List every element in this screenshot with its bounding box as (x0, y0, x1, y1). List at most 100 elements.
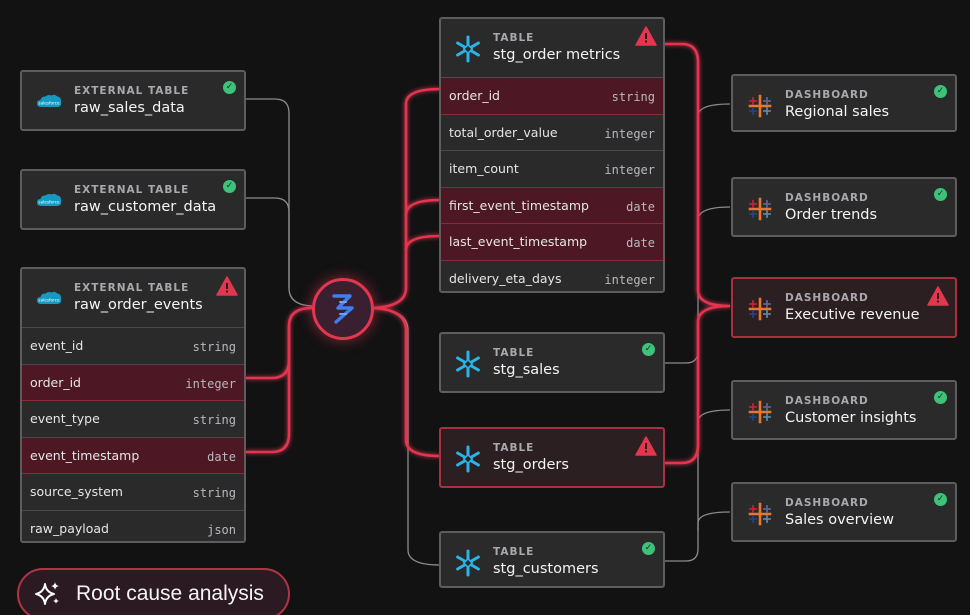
link-stg-customers-insights (664, 409, 731, 562)
tableau-icon (748, 197, 772, 221)
column-type: integer (604, 272, 655, 287)
link-raw-customer-hub (245, 197, 290, 288)
column-row[interactable]: last_event_timestamp date (441, 224, 663, 261)
link-order-id-hub (246, 306, 313, 380)
column-type: string (192, 486, 236, 500)
node-title: Regional sales (785, 104, 890, 120)
column-name: order_id (30, 374, 81, 390)
node-stg-sales[interactable]: Table stg_sales ✓ (439, 332, 665, 393)
column-name: last_event_timestamp (449, 234, 588, 249)
snowflake-icon (456, 350, 480, 378)
node-dash-customer-insights[interactable]: Dashboard Customer insights ✓ (731, 380, 957, 440)
column-row[interactable]: total_order_value integer (441, 115, 663, 151)
node-type-label: Table (493, 347, 535, 359)
column-name: total_order_value (449, 124, 558, 140)
column-type: json (207, 522, 236, 537)
node-type-label: External table (74, 85, 190, 97)
check-icon: ✓ (642, 542, 655, 555)
column-type: date (626, 199, 655, 214)
node-type-label: Table (493, 546, 535, 558)
column-row[interactable]: order_id integer (22, 364, 244, 401)
node-dash-executive-revenue[interactable]: Dashboard Executive revenue (731, 277, 957, 338)
sparkle-icon (35, 582, 59, 605)
node-raw-sales-data[interactable]: salesforce External table raw_sales_data… (20, 70, 246, 131)
column-row[interactable]: event_timestamp date (22, 437, 244, 474)
transform-hub-icon (332, 294, 354, 324)
check-icon: ✓ (934, 391, 947, 404)
column-row[interactable]: event_type string (22, 401, 244, 438)
column-name: event_timestamp (30, 447, 140, 463)
column-name: raw_payload (30, 520, 109, 536)
node-stg-orders[interactable]: Table stg_orders (439, 427, 665, 488)
column-type: string (192, 413, 236, 427)
column-row[interactable]: event_id string (22, 328, 244, 365)
link-hub-stg-orders (373, 306, 441, 458)
node-type-label: Dashboard (785, 497, 869, 509)
check-icon: ✓ (934, 188, 947, 201)
warning-icon (635, 26, 657, 46)
column-type: integer (185, 376, 236, 391)
node-type-label: Dashboard (785, 89, 869, 101)
column-type: date (626, 236, 655, 250)
node-dash-order-trends[interactable]: Dashboard Order trends ✓ (731, 177, 957, 237)
node-stg-customers[interactable]: Table stg_customers ✓ (439, 531, 665, 588)
node-title: stg_orders (493, 457, 569, 473)
link-stg-sales-trends (697, 206, 731, 230)
node-type-label: Table (493, 32, 535, 44)
column-row[interactable]: order_id string (441, 78, 663, 115)
check-icon: ✓ (223, 81, 236, 94)
node-title: stg_customers (493, 561, 599, 577)
column-name: event_id (30, 338, 84, 353)
node-dash-regional-sales[interactable]: Dashboard Regional sales ✓ (731, 74, 957, 132)
node-title: raw_order_events (74, 297, 203, 313)
column-name: source_system (30, 484, 123, 499)
link-hub-metrics-last-ts (404, 234, 441, 251)
svg-text:salesforce: salesforce (38, 101, 60, 106)
link-event-ts-hub (246, 326, 291, 454)
svg-text:salesforce: salesforce (38, 298, 60, 303)
node-title: Order trends (785, 207, 878, 223)
node-type-label: Dashboard (785, 192, 869, 204)
link-metrics-exec (664, 42, 731, 308)
tableau-icon (748, 297, 772, 321)
root-cause-analysis-label: Root cause analysis (76, 582, 264, 605)
salesforce-cloud-icon: salesforce (37, 94, 62, 107)
link-hub-stg-customers (373, 307, 441, 566)
column-name: order_id (449, 88, 500, 103)
link-stg-customers-overview (697, 511, 731, 530)
column-name: event_type (30, 411, 100, 426)
svg-text:salesforce: salesforce (38, 200, 60, 205)
node-raw-customer-data[interactable]: salesforce External table raw_customer_d… (20, 169, 246, 230)
column-row[interactable]: source_system string (22, 474, 244, 511)
node-title: raw_sales_data (74, 100, 185, 116)
snowflake-icon (456, 549, 480, 577)
transform-hub[interactable] (312, 278, 374, 340)
column-type: string (611, 90, 655, 104)
tableau-icon (748, 502, 772, 526)
link-hub-metrics-first-ts (404, 198, 441, 216)
node-dash-sales-overview[interactable]: Dashboard Sales overview ✓ (731, 482, 957, 542)
column-type: date (207, 449, 236, 464)
node-type-label: Dashboard (785, 395, 869, 407)
salesforce-cloud-icon: salesforce (37, 193, 62, 206)
check-icon: ✓ (223, 180, 236, 193)
node-raw-order-events[interactable]: salesforce External table raw_order_even… (20, 267, 246, 543)
column-name: item_count (449, 161, 519, 176)
salesforce-cloud-icon: salesforce (37, 291, 62, 304)
root-cause-analysis-button[interactable]: Root cause analysis (17, 568, 290, 615)
node-title: stg_sales (493, 362, 560, 378)
column-type: integer (604, 126, 655, 141)
check-icon: ✓ (934, 493, 947, 506)
column-type: string (192, 340, 236, 354)
column-row[interactable]: raw_payload json (22, 511, 244, 542)
link-hub-metrics-order-id (373, 87, 441, 310)
node-title: Sales overview (785, 512, 894, 528)
warning-icon (635, 436, 657, 456)
tableau-icon (748, 400, 772, 424)
